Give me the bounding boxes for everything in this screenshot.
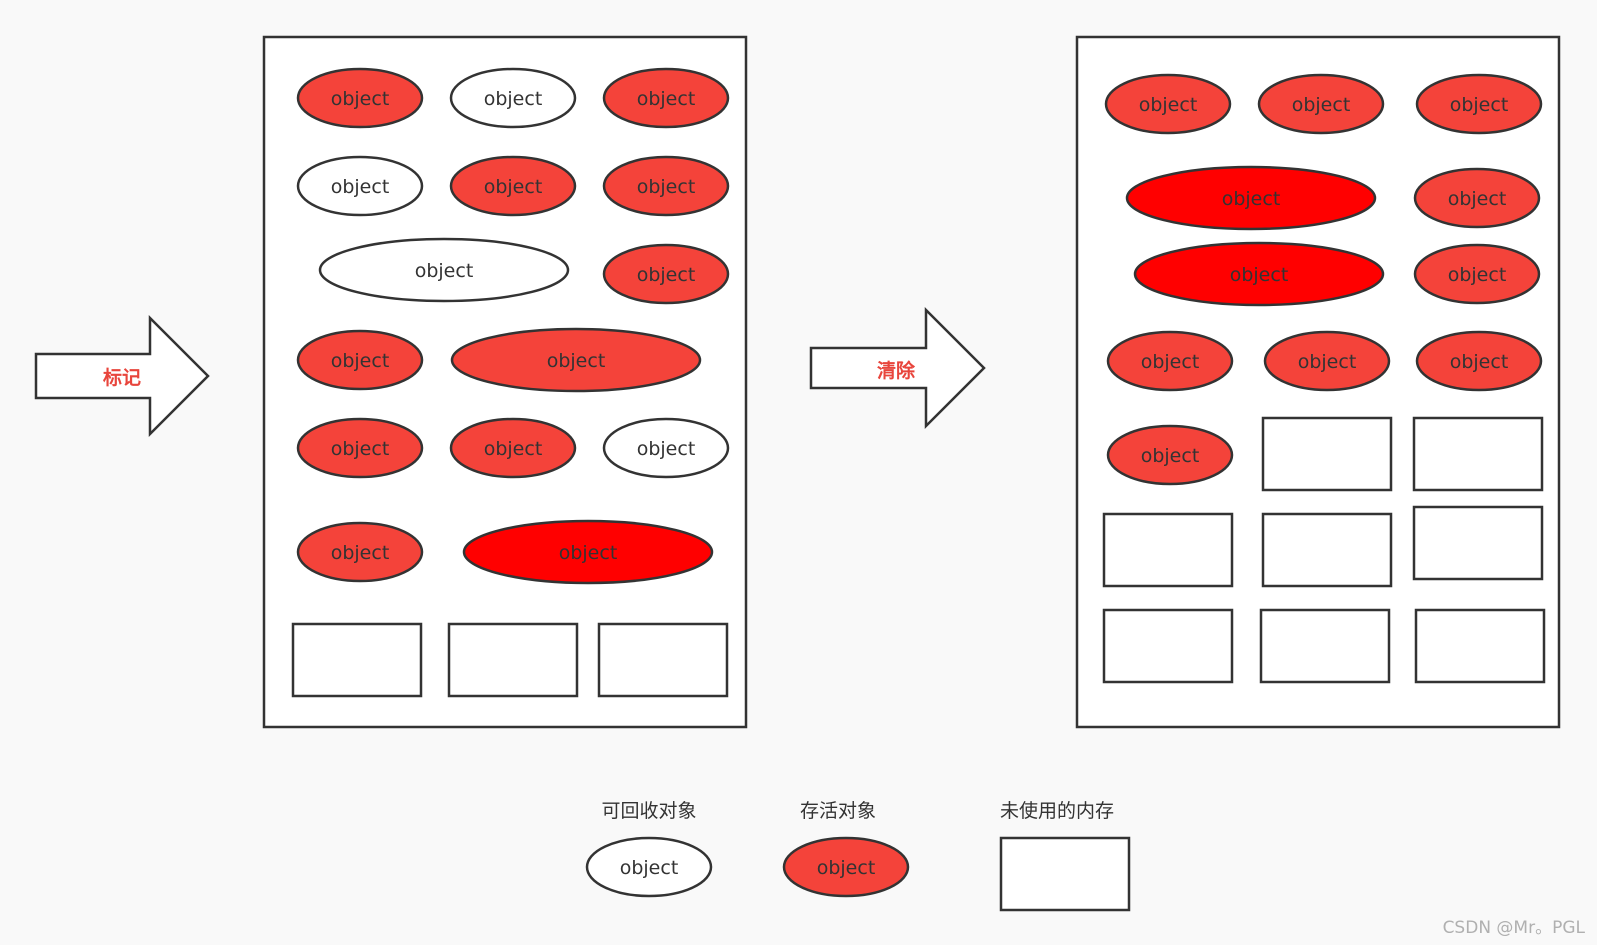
alive-object: object	[1106, 330, 1234, 392]
alive-object: object	[1133, 241, 1385, 307]
sweep-arrow-label: 清除	[877, 359, 916, 382]
alive-object: object	[296, 521, 424, 583]
object-label: object	[620, 857, 679, 879]
object-label: object	[559, 542, 618, 564]
legend-alive-label: 存活对象	[800, 800, 876, 822]
object-label: object	[331, 350, 390, 372]
object-label: object	[1141, 445, 1200, 467]
alive-object: object	[450, 327, 702, 393]
unused-memory-block	[1261, 512, 1393, 588]
mark-arrow: 标记	[34, 314, 210, 438]
object-label: object	[1448, 188, 1507, 210]
heap-before-sweep: object object object object object objec…	[262, 35, 748, 729]
unused-memory-block	[291, 622, 423, 698]
object-label: object	[547, 350, 606, 372]
object-label: object	[637, 264, 696, 286]
unused-memory-block	[597, 622, 729, 698]
object-label: object	[331, 542, 390, 564]
object-label: object	[1298, 351, 1357, 373]
legend-unused-label: 未使用的内存	[1000, 800, 1114, 822]
alive-object: object	[602, 155, 730, 217]
alive-object: object	[1106, 424, 1234, 486]
unused-memory-block	[1261, 416, 1393, 492]
legend-alive-swatch: object	[782, 836, 910, 898]
object-label: object	[1230, 264, 1289, 286]
object-label: object	[331, 176, 390, 198]
alive-object: object	[449, 155, 577, 217]
unused-memory-block	[1412, 505, 1544, 581]
unused-memory-block	[447, 622, 579, 698]
object-label: object	[1292, 94, 1351, 116]
alive-object: object	[1413, 167, 1541, 229]
alive-object: object	[1415, 73, 1543, 135]
object-label: object	[817, 857, 876, 879]
reclaimable-object: object	[602, 417, 730, 479]
legend-reclaimable-swatch: object	[585, 836, 713, 898]
object-label: object	[484, 438, 543, 460]
alive-object: object	[449, 417, 577, 479]
reclaimable-object: object	[318, 237, 570, 303]
legend-reclaimable-label: 可回收对象	[601, 800, 696, 822]
alive-object: object	[296, 417, 424, 479]
object-label: object	[637, 176, 696, 198]
alive-object: object	[1125, 165, 1377, 231]
reclaimable-object: object	[449, 67, 577, 129]
object-label: object	[637, 88, 696, 110]
heap-after-sweep: object object object object object objec…	[1075, 35, 1561, 729]
object-label: object	[1222, 188, 1281, 210]
object-label: object	[415, 260, 474, 282]
object-label: object	[484, 88, 543, 110]
alive-object: object	[1104, 73, 1232, 135]
alive-object: object	[602, 243, 730, 305]
unused-memory-block	[1102, 608, 1234, 684]
reclaimable-object: object	[296, 155, 424, 217]
object-label: object	[637, 438, 696, 460]
object-label: object	[331, 438, 390, 460]
object-label: object	[331, 88, 390, 110]
object-label: object	[1450, 351, 1509, 373]
object-label: object	[1448, 264, 1507, 286]
object-label: object	[484, 176, 543, 198]
unused-memory-block	[1412, 416, 1544, 492]
alive-object: object	[296, 67, 424, 129]
unused-memory-block	[1414, 608, 1546, 684]
mark-arrow-label: 标记	[103, 367, 141, 389]
alive-object: object	[1263, 330, 1391, 392]
unused-memory-block	[1259, 608, 1391, 684]
alive-object: object	[1413, 243, 1541, 305]
legend-unused-swatch	[999, 836, 1131, 912]
alive-object: object	[462, 519, 714, 585]
object-label: object	[1450, 94, 1509, 116]
alive-object: object	[296, 329, 424, 391]
sweep-arrow: 清除	[809, 306, 986, 430]
unused-memory-block	[1102, 512, 1234, 588]
alive-object: object	[1257, 73, 1385, 135]
object-label: object	[1141, 351, 1200, 373]
object-label: object	[1139, 94, 1198, 116]
legend: 可回收对象 object 存活对象 object 未使用的内存	[585, 800, 1131, 912]
alive-object: object	[1415, 330, 1543, 392]
watermark: CSDN @Mr。PGL	[1443, 918, 1586, 938]
alive-object: object	[602, 67, 730, 129]
